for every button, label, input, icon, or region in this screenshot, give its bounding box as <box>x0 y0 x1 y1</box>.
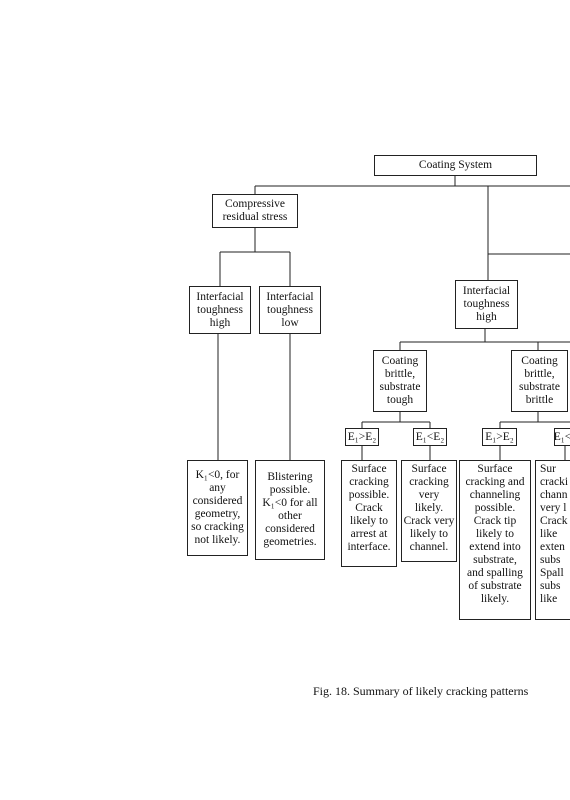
condition-node: E₁>E₂ <box>345 428 379 446</box>
outcome-surface-cracking-channel: Surface cracking very likely. Crack very… <box>401 460 457 562</box>
coating-system-node: Coating System <box>374 155 537 176</box>
outcome-surface-cracking-arrest: Surface cracking possible. Crack likely … <box>341 460 397 567</box>
compressive-stress-node: Compressive residual stress <box>212 194 298 228</box>
outcome-surface-cracking-spalling: Surface cracking and channeling possible… <box>459 460 531 620</box>
brittle-brittle-node: Coating brittle, substrate brittle <box>511 350 568 412</box>
left-toughness-high-node: Interfacial toughness high <box>189 286 251 334</box>
left-toughness-low-node: Interfacial toughness low <box>259 286 321 334</box>
right-toughness-high-node: Interfacial toughness high <box>455 280 518 329</box>
brittle-tough-node: Coating brittle, substrate tough <box>373 350 427 412</box>
condition-node: E₁< <box>554 428 570 446</box>
outcome-cracking-not-likely: K₁<0, for any considered geometry, so cr… <box>187 460 248 556</box>
outcome-truncated: Sur cracki chann very l Crack like exten… <box>535 460 570 620</box>
condition-node: E₁<E₂ <box>413 428 447 446</box>
outcome-blistering: Blistering possible. K₁<0 for all other … <box>255 460 325 560</box>
condition-node: E₁>E₂ <box>482 428 517 446</box>
figure-caption: Fig. 18. Summary of likely cracking patt… <box>313 684 529 698</box>
